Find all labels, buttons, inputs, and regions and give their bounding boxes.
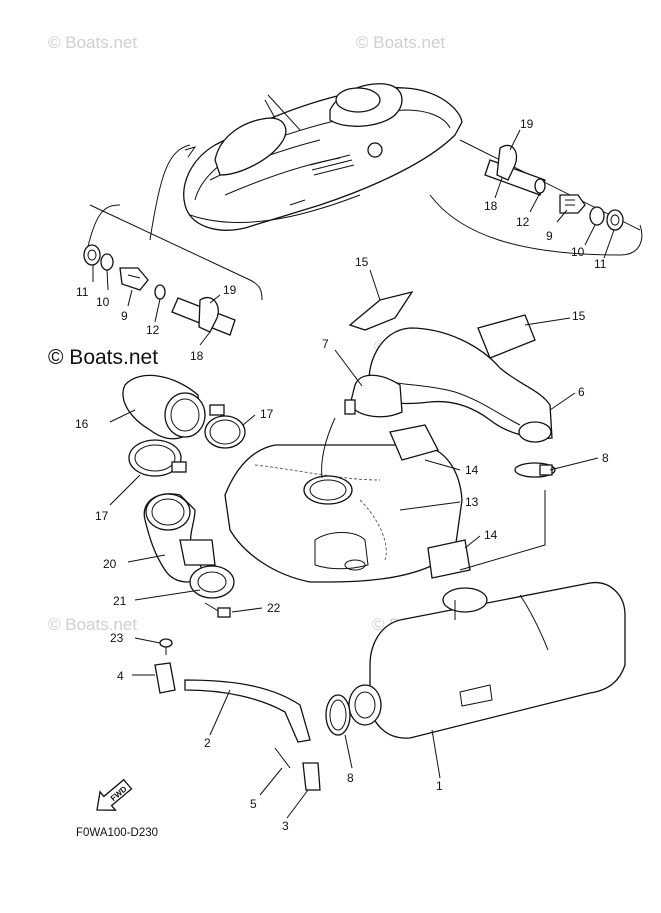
callout-8: 8 — [602, 451, 609, 465]
callout-20: 20 — [103, 557, 117, 571]
part-17-clamp-upper — [204, 404, 246, 449]
callout-15: 15 — [355, 255, 369, 269]
callout-10: 10 — [96, 295, 110, 309]
callout-19: 19 — [520, 117, 534, 131]
callout-17: 17 — [95, 509, 109, 523]
callout-21: 21 — [113, 594, 127, 608]
part-6-exhaust-pipe — [368, 327, 553, 443]
part-16-boot — [122, 374, 206, 440]
part-14-pad-upper — [389, 424, 439, 461]
callout-4: 4 — [117, 669, 124, 683]
part-13-water-lock — [224, 444, 463, 583]
callout-18: 18 — [484, 199, 498, 213]
callout-11: 11 — [594, 257, 607, 271]
callout-19: 19 — [223, 283, 237, 297]
fitting-group-left — [83, 244, 236, 336]
callout-9: 9 — [121, 309, 128, 323]
part-17-clamp-lower — [128, 439, 187, 477]
part-15-pad-right — [477, 314, 536, 359]
part-20-elbow — [143, 493, 216, 583]
callout-10: 10 — [571, 245, 585, 259]
bracket-left-guide — [89, 204, 263, 301]
callout-12: 12 — [516, 215, 530, 229]
part-4-bracket — [154, 662, 176, 694]
part-3-bracket — [302, 762, 321, 791]
watercraft-illustration — [149, 83, 463, 241]
callout-13: 13 — [465, 495, 479, 509]
part-2-strap — [184, 679, 311, 743]
callout-15: 15 — [572, 309, 586, 323]
watermark-top-left: © Boats.net — [48, 33, 137, 52]
callout-1: 1 — [436, 779, 443, 793]
part-22-bolt — [204, 602, 231, 618]
callout-14: 14 — [465, 463, 479, 477]
callout-6: 6 — [578, 385, 585, 399]
part-23-bolt — [159, 638, 173, 655]
callout-17: 17 — [260, 407, 274, 421]
callout-numbers: 19 18 12 9 10 11 11 10 9 12 19 18 15 15 … — [75, 117, 609, 833]
part-21-gasket — [189, 565, 235, 599]
part-5-screw — [274, 747, 291, 769]
part-7-hose-clamp — [344, 374, 403, 418]
part-8-clamp-lower — [325, 694, 351, 736]
watermark-top-right: © Boats.net — [356, 33, 445, 52]
callout-18: 18 — [190, 349, 204, 363]
fwd-arrow-icon: FWD — [96, 778, 133, 811]
callout-23: 23 — [110, 631, 124, 645]
part-15-pad-upper — [348, 290, 414, 331]
callout-22: 22 — [267, 601, 281, 615]
part-8-clamp-upper — [514, 462, 556, 478]
callout-2: 2 — [204, 736, 211, 750]
watermark-bold: © Boats.net — [48, 346, 158, 369]
callout-7: 7 — [322, 337, 329, 351]
callout-12: 12 — [146, 323, 160, 337]
callout-5: 5 — [250, 797, 257, 811]
drawing-code: F0WA100-D230 — [76, 827, 158, 839]
watermark-lower-left: © Boats.net — [48, 615, 137, 634]
leader-lines — [92, 129, 615, 819]
callout-16: 16 — [75, 417, 89, 431]
bracket-right-guide — [429, 194, 643, 256]
part-1-muffler — [348, 582, 626, 739]
callout-9: 9 — [546, 229, 553, 243]
fitting-group-right — [484, 144, 624, 231]
callout-11: 11 — [76, 285, 89, 299]
callout-14: 14 — [484, 528, 498, 542]
callout-8: 8 — [347, 771, 354, 785]
part-14-pad-lower — [427, 539, 471, 579]
callout-3: 3 — [282, 819, 289, 833]
